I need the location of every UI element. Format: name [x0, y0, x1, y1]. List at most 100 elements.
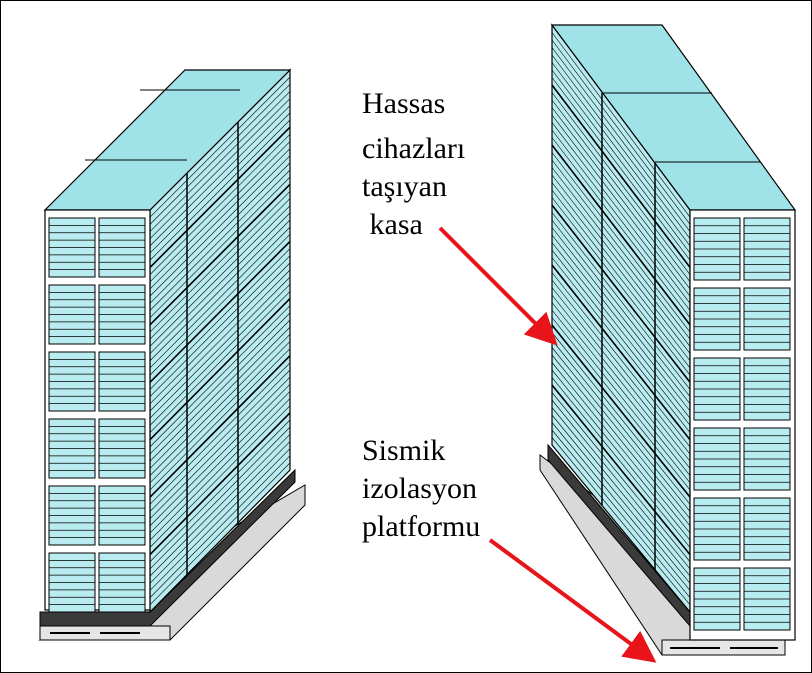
rack-panel — [48, 351, 96, 412]
side-stripe — [149, 148, 291, 290]
side-stripe — [551, 92, 691, 275]
side-stripe — [551, 99, 691, 282]
rack-panel — [98, 418, 146, 479]
side-stripe — [551, 47, 691, 232]
side-stripe — [149, 319, 291, 462]
side-stripe — [551, 227, 691, 405]
rack-panel — [48, 552, 96, 613]
rack-panel — [743, 287, 791, 351]
left-cabinet-front — [44, 209, 151, 613]
side-stripe — [149, 119, 291, 261]
rack-panel — [693, 427, 741, 491]
side-stripe — [149, 112, 291, 254]
rack-panel — [693, 217, 741, 281]
rack-panel — [98, 351, 146, 412]
side-stripe — [149, 191, 291, 333]
side-stripe — [149, 376, 291, 519]
side-stripe — [149, 455, 291, 598]
side-stripe — [149, 240, 291, 383]
side-stripe — [551, 62, 691, 247]
side-stripe — [149, 355, 291, 498]
side-stripe — [149, 76, 291, 218]
side-stripe — [551, 347, 691, 519]
right-cabinet-assembly — [539, 23, 797, 656]
side-stripe — [149, 391, 291, 534]
side-stripe — [551, 234, 691, 412]
side-stripe — [149, 176, 291, 318]
side-stripe — [551, 407, 691, 577]
rack-panel — [98, 485, 146, 546]
rack-panel — [743, 357, 791, 421]
side-stripe — [149, 226, 291, 369]
side-stripe — [551, 414, 691, 584]
side-stripe — [149, 234, 291, 376]
side-stripe — [149, 348, 291, 491]
side-stripe — [149, 284, 291, 426]
side-stripe — [149, 198, 291, 340]
side-stripe — [551, 174, 691, 354]
side-stripe — [551, 219, 691, 397]
side-stripe — [551, 324, 691, 498]
side-stripe — [551, 302, 691, 476]
side-stripe — [551, 279, 691, 455]
side-stripe — [149, 341, 291, 483]
side-stripe — [551, 54, 691, 239]
rack-panel — [693, 357, 741, 421]
side-stripe — [149, 262, 291, 405]
side-stripe — [149, 126, 291, 268]
side-stripe — [149, 105, 291, 247]
rack-panel — [48, 485, 96, 546]
cabinet-label-line-4: kasa — [362, 208, 423, 241]
side-stripe — [551, 122, 691, 304]
side-stripe — [149, 155, 291, 297]
side-stripe — [149, 205, 291, 347]
side-stripe — [149, 426, 291, 570]
side-stripe — [551, 32, 691, 218]
side-stripe — [149, 362, 291, 505]
side-stripe — [551, 242, 691, 419]
side-stripe — [551, 152, 691, 333]
rack-panel — [98, 284, 146, 345]
side-stripe — [551, 399, 691, 570]
cabinet-label-line-2: cihazları — [362, 132, 465, 165]
platform-label-line-3: platformu — [362, 510, 480, 543]
side-stripe — [551, 392, 691, 562]
rack-panel — [98, 217, 146, 278]
side-stripe — [551, 369, 691, 541]
side-stripe — [551, 137, 691, 318]
side-stripe — [551, 264, 691, 441]
side-stripe — [149, 183, 291, 326]
cabinet-arrow — [438, 226, 558, 346]
side-stripe — [551, 69, 691, 254]
side-stripe — [551, 39, 691, 225]
side-stripe — [551, 257, 691, 433]
rack-panel — [743, 427, 791, 491]
side-stripe — [551, 167, 691, 347]
side-stripe — [149, 276, 291, 419]
cabinet-label-line-3: taşıyan — [362, 170, 447, 203]
side-stripe — [149, 326, 291, 469]
side-stripe — [551, 204, 691, 383]
side-stripe — [551, 437, 691, 606]
side-stripe — [149, 291, 291, 433]
platform-label-line-1: Sismik — [362, 434, 445, 467]
side-stripe — [551, 362, 691, 534]
platform-label-line-2: izolasyon — [362, 472, 477, 505]
side-stripe — [551, 114, 691, 297]
side-stripe — [149, 219, 291, 361]
side-stripe — [149, 134, 291, 275]
rack-panel — [693, 497, 741, 561]
side-stripe — [149, 212, 291, 354]
rack-panel — [743, 217, 791, 281]
side-stripe — [149, 255, 291, 397]
side-stripe — [551, 287, 691, 462]
side-stripe — [149, 434, 291, 577]
side-stripe — [149, 141, 291, 282]
side-stripe — [149, 84, 291, 225]
right-cabinet-side — [551, 23, 691, 614]
side-stripe — [551, 429, 691, 598]
side-stripe — [149, 298, 291, 441]
platform-arrow — [488, 538, 657, 663]
